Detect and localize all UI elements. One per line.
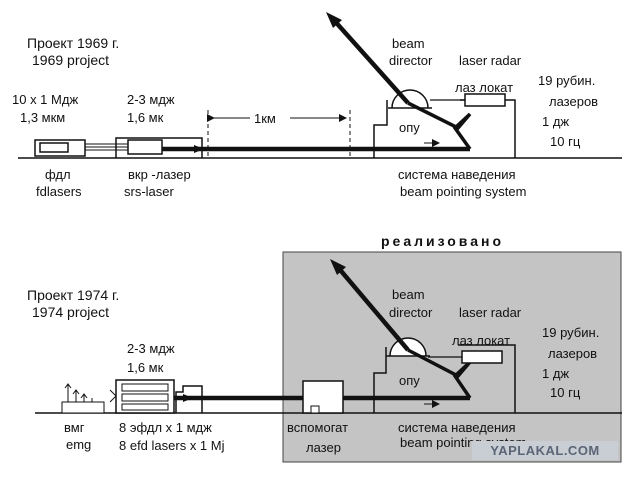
bottom-aux-1: вспомогат [287, 420, 349, 435]
bottom-beam-director-1: beam [392, 287, 425, 302]
bottom-srs-params-1: 2-3 мдж [127, 341, 175, 356]
top-fdl-ru: фдл [45, 167, 71, 182]
bottom-project-ru: Проект 1974 г. [27, 287, 120, 303]
bottom-srs-params-2: 1,6 мк [127, 360, 164, 375]
bottom-vmg-en: emg [66, 437, 92, 452]
bottom-beam-director-2: director [389, 305, 433, 320]
top-beam-director-1: beam [392, 36, 425, 51]
bottom-efdl-en: 8 efd lasers x 1 Mj [119, 438, 225, 453]
top-project-ru: Проект 1969 г. [27, 35, 120, 51]
bottom-ruby-2: лазеров [548, 346, 598, 361]
implemented-banner: реализовано [381, 233, 505, 249]
bottom-ruby-1: 19 рубин. [542, 325, 600, 340]
top-opu: опу [399, 120, 420, 135]
bottom-opu: опу [399, 373, 420, 388]
bottom-project-en: 1974 project [32, 304, 110, 320]
top-fdl-params-2: 1,3 мкм [20, 110, 66, 125]
bottom-ruby-4: 10 гц [550, 385, 581, 400]
bottom-pointing-ru: система наведения [398, 420, 516, 435]
top-srs-ru: вкр -лазер [128, 167, 191, 182]
top-fdl-params-1: 10 x 1 Мдж [12, 92, 79, 107]
top-distance: 1км [254, 111, 276, 126]
top-scheme [18, 12, 622, 159]
top-ruby-1: 19 рубин. [538, 73, 596, 88]
bottom-ruby-3: 1 дж [542, 366, 570, 381]
top-pointing-ru: система наведения [398, 167, 516, 182]
bottom-efdl-ru: 8 эфдл x 1 мдж [119, 420, 212, 435]
top-ruby-2: лазеров [549, 94, 599, 109]
bottom-aux-2: лазер [306, 440, 341, 455]
top-srs-params-2: 1,6 мк [127, 110, 164, 125]
bottom-laser-radar: laser radar [459, 305, 522, 320]
bottom-laz-lokat: лаз локат [452, 333, 511, 348]
top-ruby-3: 1 дж [542, 114, 570, 129]
top-srs-params-1: 2-3 мдж [127, 92, 175, 107]
top-pointing-en: beam pointing system [400, 184, 527, 199]
bottom-vmg-ru: вмг [64, 420, 85, 435]
top-fdl-en: fdlasers [36, 184, 82, 199]
top-srs-en: srs-laser [124, 184, 174, 199]
bottom-scheme [35, 259, 622, 414]
top-laser-radar: laser radar [459, 53, 522, 68]
top-beam-director-2: director [389, 53, 433, 68]
top-ruby-4: 10 гц [550, 134, 581, 149]
watermark: YAPLAKAL.COM [472, 441, 618, 460]
top-project-en: 1969 project [32, 52, 110, 68]
top-laz-lokat: лаз локат [455, 80, 514, 95]
